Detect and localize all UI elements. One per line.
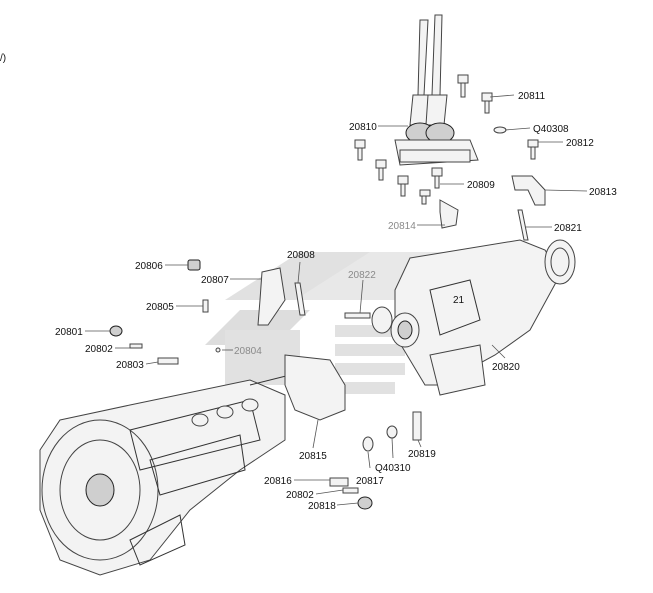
label-20812: 20812 xyxy=(566,138,594,149)
label-20802-upper: 20802 xyxy=(85,344,113,355)
label-20811: 20811 xyxy=(518,91,546,102)
part-number-labels: 20811 20810 Q40308 20812 20809 20813 208… xyxy=(55,91,617,512)
label-20805: 20805 xyxy=(146,302,174,313)
label-20815: 20815 xyxy=(299,451,327,462)
label-21-inner: 21 xyxy=(453,295,465,306)
label-q40310: Q40310 xyxy=(375,463,411,474)
gearbox-housing xyxy=(39,364,331,576)
label-20806: 20806 xyxy=(135,261,163,272)
label-20817: 20817 xyxy=(356,476,384,487)
label-20808: 20808 xyxy=(287,250,315,261)
corner-mark: /) xyxy=(0,53,6,64)
label-20809: 20809 xyxy=(467,180,495,191)
small-parts-bottom xyxy=(329,411,422,510)
gasket-20815 xyxy=(284,354,346,421)
label-20804: 20804 xyxy=(234,346,262,357)
label-20813: 20813 xyxy=(589,187,617,198)
label-20810: 20810 xyxy=(349,122,377,133)
shift-lever-assembly xyxy=(394,14,479,166)
label-20807: 20807 xyxy=(201,275,229,286)
leader-lines xyxy=(85,94,588,506)
label-20822: 20822 xyxy=(348,270,376,281)
label-20820: 20820 xyxy=(492,362,520,373)
label-20816: 20816 xyxy=(264,476,292,487)
label-20802-lower: 20802 xyxy=(286,490,314,501)
label-20821: 20821 xyxy=(554,223,582,234)
spring-20821 xyxy=(517,209,529,241)
label-20803: 20803 xyxy=(116,360,144,371)
bracket-20814 xyxy=(439,199,459,229)
bracket-20813 xyxy=(511,175,546,206)
label-q40308: Q40308 xyxy=(533,124,569,135)
label-20818: 20818 xyxy=(308,501,336,512)
label-20819: 20819 xyxy=(408,449,436,460)
transfer-case xyxy=(371,239,576,396)
bolt-group-upper xyxy=(354,74,539,205)
label-20814: 20814 xyxy=(388,221,416,232)
label-20801: 20801 xyxy=(55,327,83,338)
small-parts-left xyxy=(109,259,371,365)
